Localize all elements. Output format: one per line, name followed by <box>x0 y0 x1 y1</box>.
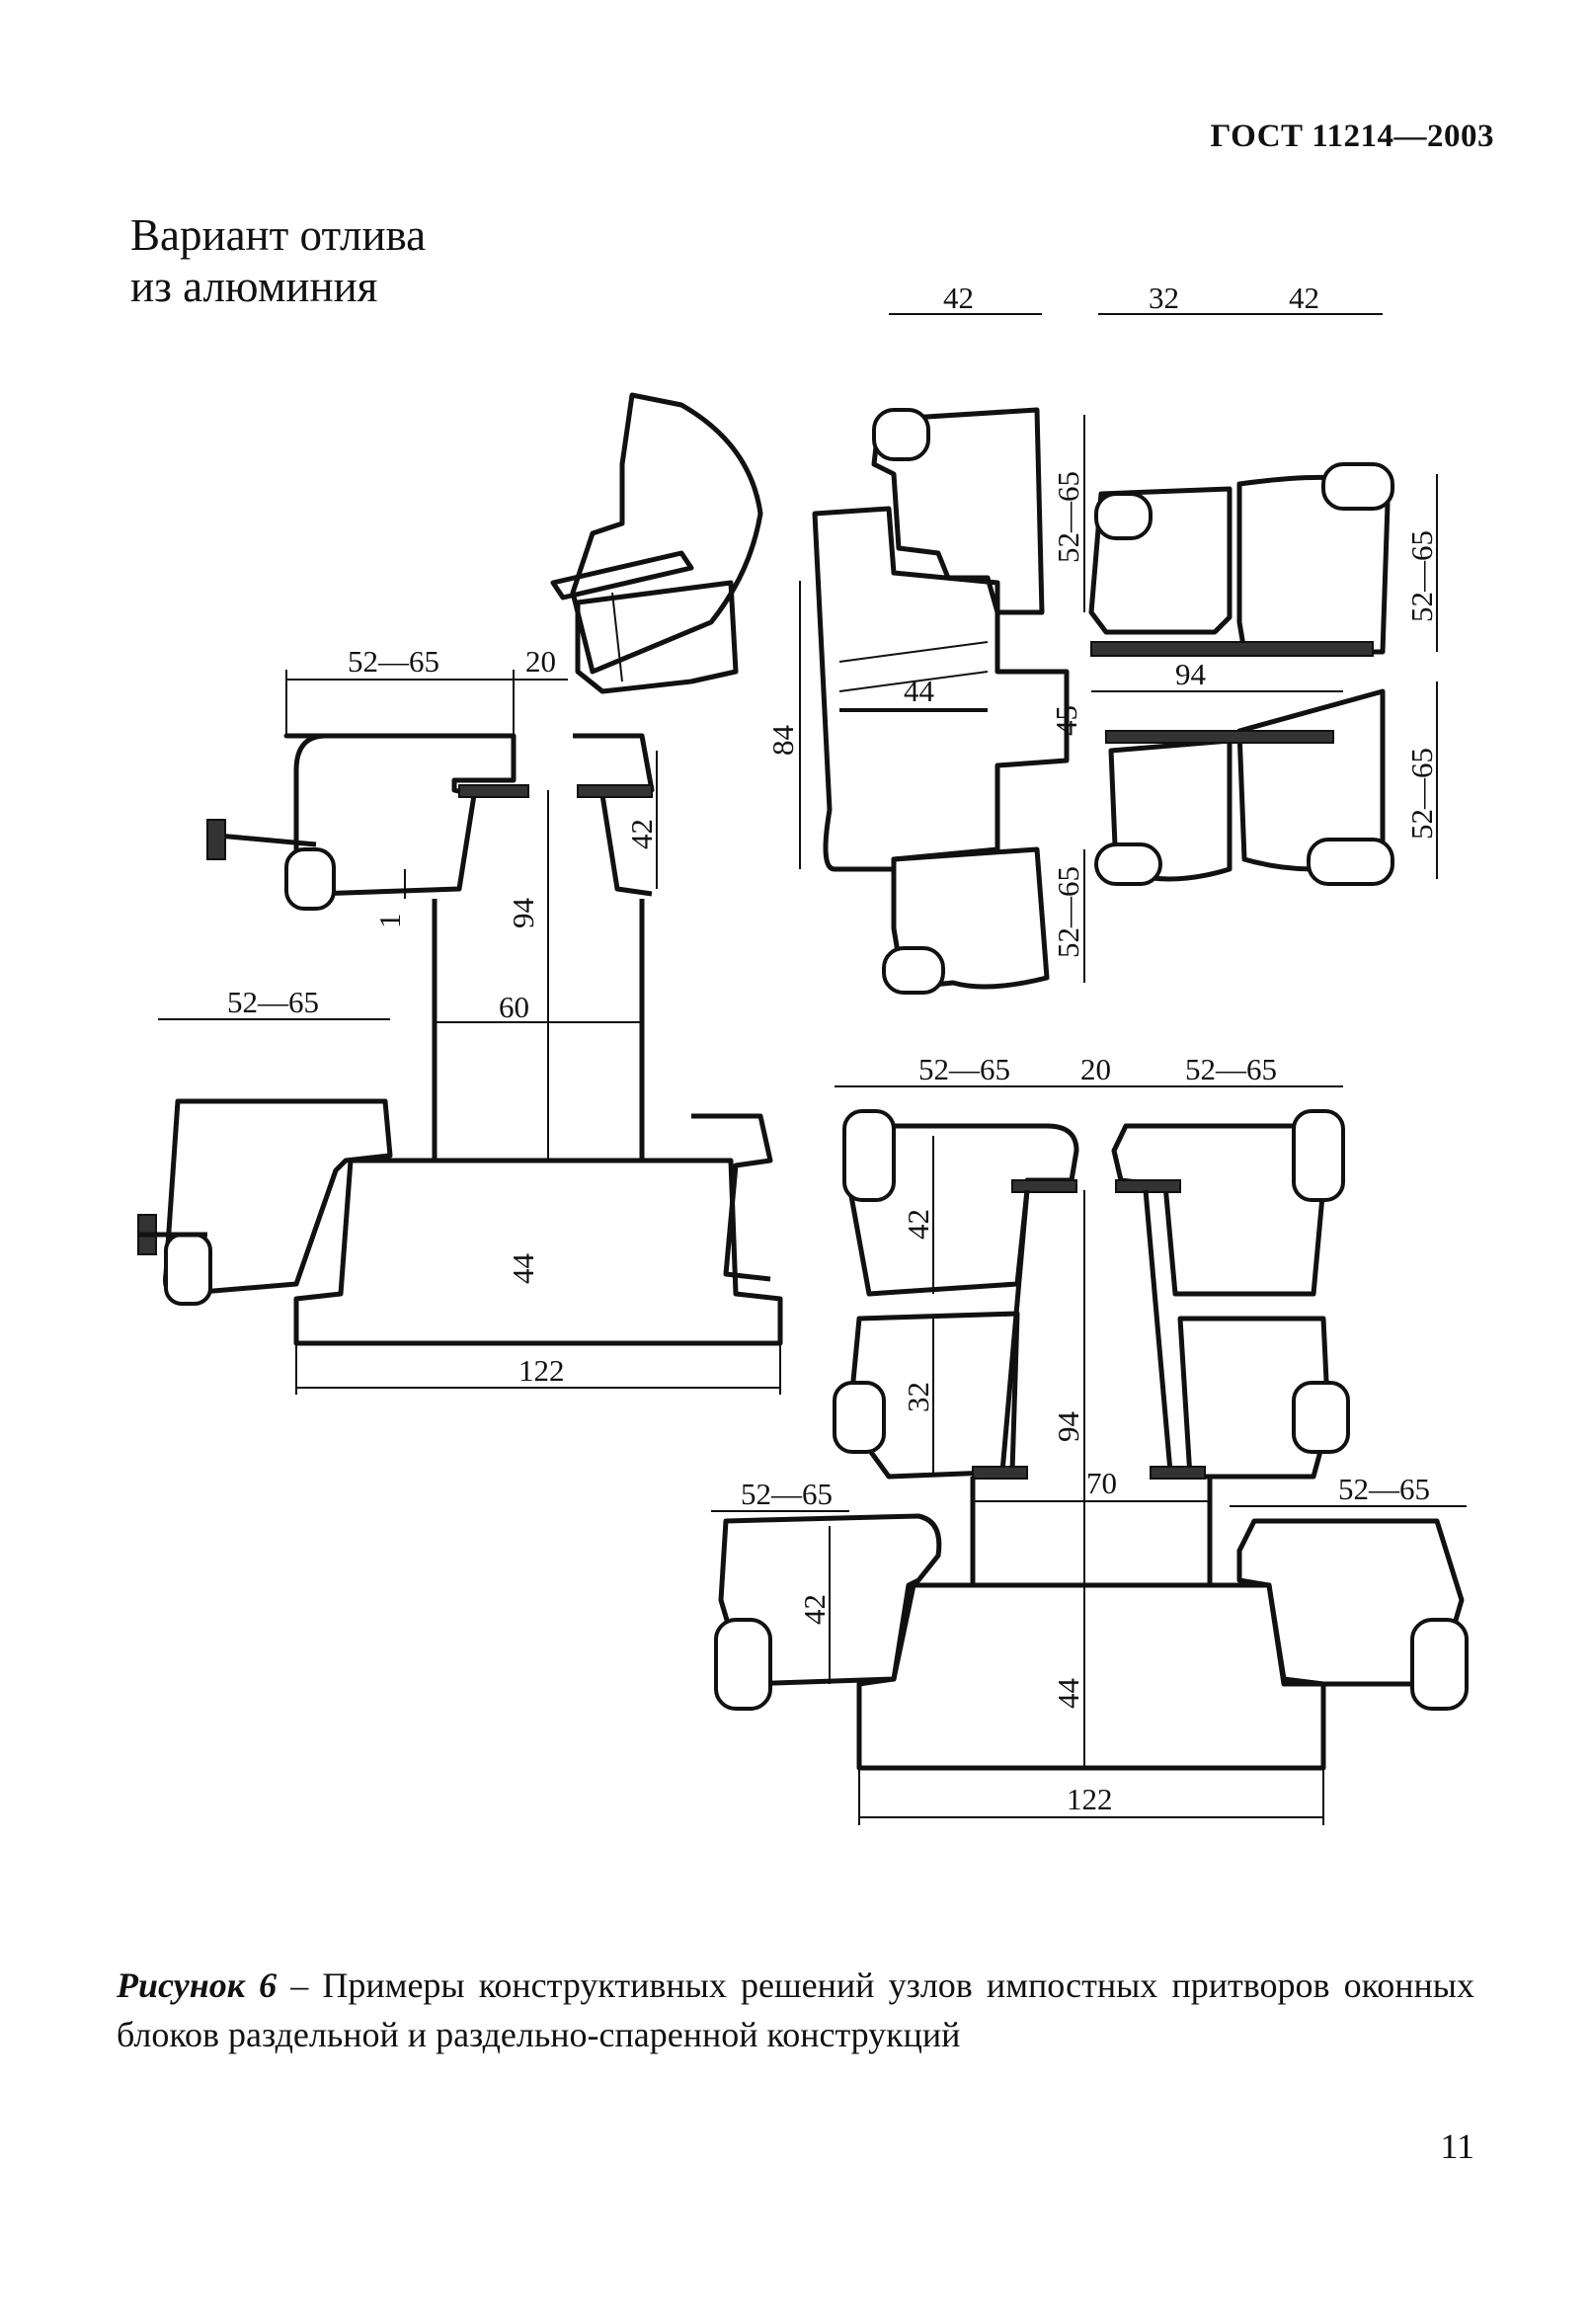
dim-42-rb-b: 42 <box>797 1594 832 1625</box>
figure-caption-text: – Примеры конструктивных решений узлов и… <box>117 1965 1474 2054</box>
dim-52-65-rb-b: 52—65 <box>1185 1052 1277 1086</box>
upper-sash-right <box>573 733 655 897</box>
dim-1: 1 <box>372 914 407 929</box>
left-assembly: 52—65 20 42 94 60 44 122 52—65 1 <box>137 392 783 1395</box>
drip-sash <box>575 580 739 694</box>
page-number: 11 <box>1440 2126 1474 2166</box>
right-top-assembly: 42 32 42 52—65 52—65 52—65 52—65 84 44 4… <box>765 280 1439 995</box>
dim-42-rb-a: 42 <box>901 1209 935 1240</box>
figure-caption: Рисунок 6 – Примеры конструктивных решен… <box>117 1961 1474 2059</box>
aluminium-drip-note: Вариант отлива из алюминия <box>130 209 426 312</box>
dim-44-rb: 44 <box>1051 1678 1085 1710</box>
dim-84: 84 <box>765 725 800 757</box>
dim-122-left: 122 <box>518 1353 565 1388</box>
dim-52-65-rt-a: 52—65 <box>1051 471 1085 563</box>
rt-sash-a <box>1088 486 1233 635</box>
standard-code: ГОСТ 11214—2003 <box>1210 119 1494 154</box>
dim-32-rt: 32 <box>1149 280 1179 315</box>
dim-70: 70 <box>1086 1466 1117 1500</box>
dim-94-rt: 94 <box>1175 657 1207 691</box>
note-line-2: из алюминия <box>130 262 378 311</box>
rt-lower-sash <box>891 846 1050 991</box>
dim-52-65-rb-d: 52—65 <box>1338 1472 1430 1506</box>
figure-label: Рисунок 6 <box>117 1965 278 2005</box>
rb-lower-right-sash <box>1236 1518 1465 1687</box>
dim-44-left: 44 <box>506 1253 540 1285</box>
note-line-1: Вариант отлива <box>130 210 427 260</box>
rb-impost-left <box>999 1189 1030 1473</box>
right-bottom-assembly: 52—65 20 52—65 42 32 94 70 52—65 52—65 4… <box>711 1052 1469 1825</box>
dim-52-65-rt-d: 52—65 <box>1051 866 1085 958</box>
dim-52-65-mid-left: 52—65 <box>227 985 319 1019</box>
rt-frame-left <box>812 506 1070 872</box>
rb-impost-right <box>1143 1189 1173 1473</box>
drip-plate <box>550 550 694 601</box>
dim-52-65-rt-c: 52—65 <box>1404 748 1439 840</box>
dim-60: 60 <box>499 990 529 1024</box>
dim-52-65-top-left: 52—65 <box>348 644 439 679</box>
impost-body <box>432 899 645 1163</box>
dim-45: 45 <box>1049 705 1083 736</box>
dim-32-rb: 32 <box>901 1382 935 1412</box>
dim-122-rb: 122 <box>1067 1782 1113 1816</box>
dim-42-rt-a: 42 <box>943 280 974 315</box>
drip-profile <box>570 392 763 675</box>
dim-52-65-rt-b: 52—65 <box>1404 530 1439 622</box>
dim-94-left: 94 <box>506 898 540 929</box>
dim-20-rb: 20 <box>1080 1052 1111 1086</box>
dim-42-left: 42 <box>624 819 659 849</box>
rb-lower-left-sash <box>718 1513 942 1687</box>
dim-52-65-rb-a: 52—65 <box>918 1052 1010 1086</box>
dim-42-rt-b: 42 <box>1289 280 1319 315</box>
rb-frame-base <box>856 1582 1326 1771</box>
dim-52-65-rb-c: 52—65 <box>741 1477 833 1511</box>
dim-44-rt: 44 <box>904 674 935 708</box>
dim-20-left: 20 <box>525 644 556 679</box>
dim-94-rb: 94 <box>1051 1411 1085 1443</box>
frame-base <box>293 1158 783 1346</box>
